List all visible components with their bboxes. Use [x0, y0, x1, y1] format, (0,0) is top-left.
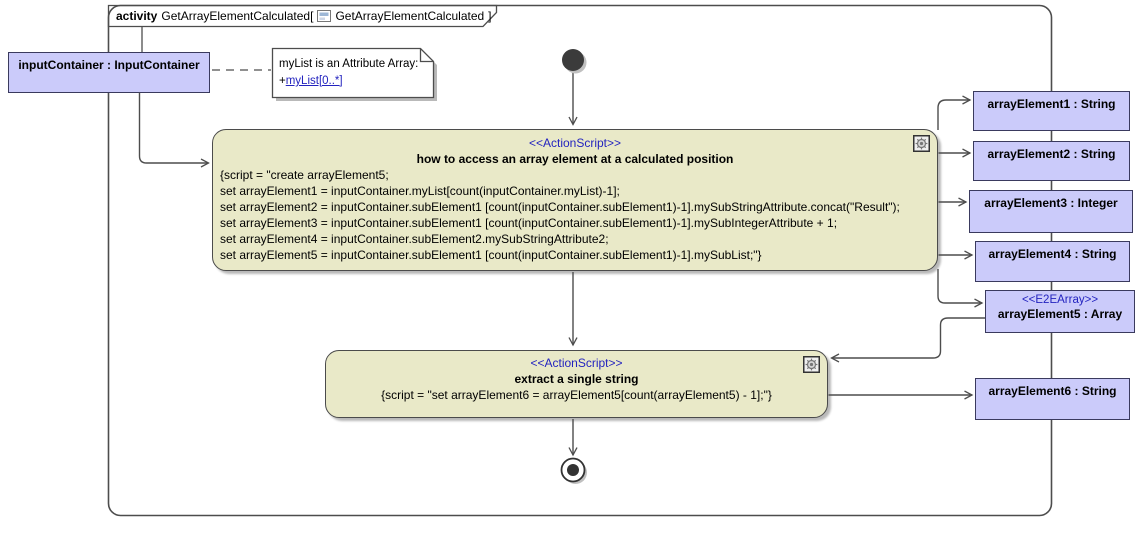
- output-label: arrayElement5 : Array: [997, 307, 1123, 321]
- frame-bracket: ]: [488, 9, 492, 23]
- frame-activity-name: GetArrayElementCalculated[: [161, 9, 314, 23]
- script-line: set arrayElement2 = inputContainer.subEl…: [220, 200, 900, 214]
- output-label: arrayElement4 : String: [988, 247, 1117, 261]
- output-node-arrayelement5[interactable]: <<E2EArray>> arrayElement5 : Array: [985, 290, 1135, 333]
- output-node-arrayelement6[interactable]: arrayElement6 : String: [975, 378, 1130, 420]
- output-node-arrayelement1[interactable]: arrayElement1 : String: [973, 91, 1130, 131]
- output-label: arrayElement1 : String: [987, 97, 1116, 111]
- output-label: arrayElement6 : String: [988, 384, 1117, 398]
- action-node-extract-string[interactable]: <<ActionScript>> extract a single string…: [325, 350, 828, 418]
- output-label: arrayElement2 : String: [987, 147, 1116, 161]
- script-line: set arrayElement4 = inputContainer.subEl…: [220, 232, 609, 246]
- diagram-icon: [317, 10, 332, 22]
- frame-keyword: activity: [116, 9, 158, 23]
- note-shape[interactable]: [271, 47, 435, 99]
- output-stereotype: <<E2EArray>>: [1021, 294, 1099, 306]
- note-line1: myList is an Attribute Array:: [279, 58, 419, 70]
- action-title: extract a single string: [514, 372, 639, 386]
- note-fold-icon: [419, 48, 434, 63]
- output-node-arrayelement4[interactable]: arrayElement4 : String: [975, 241, 1130, 282]
- frame-title: activity GetArrayElementCalculated[ GetA…: [116, 9, 492, 23]
- frame-diagram-name: GetArrayElementCalculated: [335, 9, 485, 23]
- note-text: myList is an Attribute Array: +myList[0.…: [279, 56, 418, 90]
- action-gear-icon: [913, 135, 930, 152]
- script-line: set arrayElement3 = inputContainer.subEl…: [220, 216, 838, 230]
- action-node-calculated-position[interactable]: <<ActionScript>> how to access an array …: [212, 129, 938, 271]
- output-label: arrayElement3 : Integer: [984, 196, 1118, 210]
- input-container-label: inputContainer : InputContainer: [18, 58, 200, 72]
- action-gear-icon: [803, 356, 820, 373]
- action-stereotype: <<ActionScript>>: [530, 356, 623, 370]
- action-stereotype: <<ActionScript>>: [528, 136, 622, 150]
- input-container-node[interactable]: inputContainer : InputContainer: [8, 52, 210, 93]
- script-line: {script = "set arrayElement6 = arrayElem…: [381, 388, 772, 402]
- note-line2: +myList[0..*]: [279, 75, 343, 87]
- script-line: {script = "create arrayElement5;: [220, 168, 389, 182]
- action-title: how to access an array element at a calc…: [416, 152, 734, 166]
- script-line: set arrayElement5 = inputContainer.subEl…: [220, 248, 762, 262]
- output-node-arrayelement2[interactable]: arrayElement2 : String: [973, 141, 1130, 181]
- script-line: set arrayElement1 = inputContainer.myLis…: [220, 184, 620, 198]
- output-node-arrayelement3[interactable]: arrayElement3 : Integer: [969, 190, 1133, 233]
- mylist-link[interactable]: myList[0..*]: [285, 75, 343, 87]
